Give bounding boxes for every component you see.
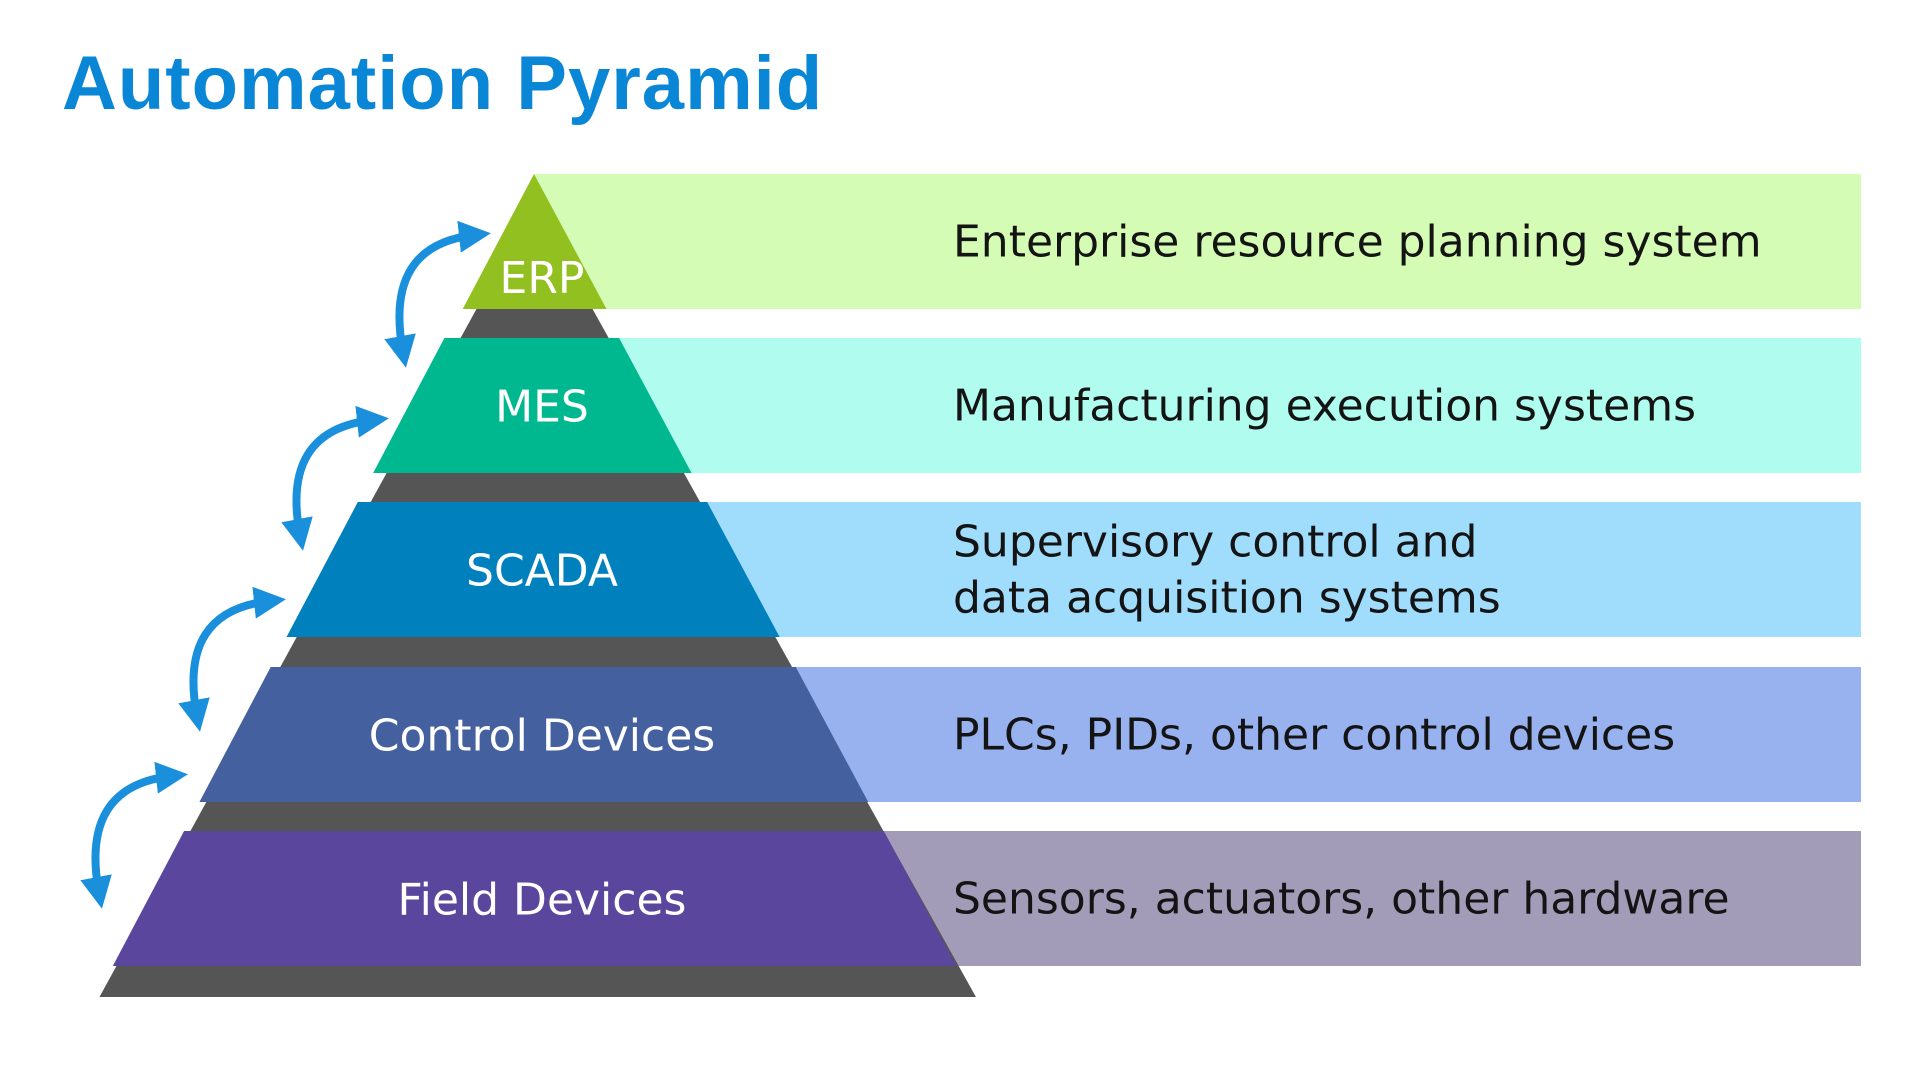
description-scada: data acquisition systems bbox=[953, 573, 1501, 624]
description-mes: Manufacturing execution systems bbox=[953, 381, 1696, 432]
double-curved-arrow-icon bbox=[80, 761, 188, 909]
label-erp: ERP bbox=[500, 253, 585, 304]
band-control-devices bbox=[199, 667, 869, 802]
description-control-devices: PLCs, PIDs, other control devices bbox=[953, 710, 1675, 761]
double-curved-arrow-icon bbox=[178, 586, 286, 732]
page-title: Automation Pyramid bbox=[62, 41, 824, 126]
description-scada: Supervisory control and bbox=[953, 517, 1477, 568]
label-control-devices: Control Devices bbox=[369, 711, 715, 762]
panel-erp bbox=[534, 174, 1861, 309]
description-erp: Enterprise resource planning system bbox=[953, 217, 1762, 268]
band-field-devices bbox=[112, 831, 957, 966]
double-curved-arrow-icon bbox=[281, 405, 389, 551]
label-field-devices: Field Devices bbox=[398, 875, 687, 926]
band-scada bbox=[286, 502, 780, 637]
band-erp bbox=[462, 174, 607, 309]
panel-mes bbox=[534, 338, 1861, 473]
label-scada: SCADA bbox=[466, 546, 618, 597]
label-mes: MES bbox=[495, 382, 589, 433]
description-field-devices: Sensors, actuators, other hardware bbox=[953, 874, 1730, 925]
double-curved-arrow-icon bbox=[384, 220, 491, 368]
band-mes bbox=[373, 338, 692, 473]
